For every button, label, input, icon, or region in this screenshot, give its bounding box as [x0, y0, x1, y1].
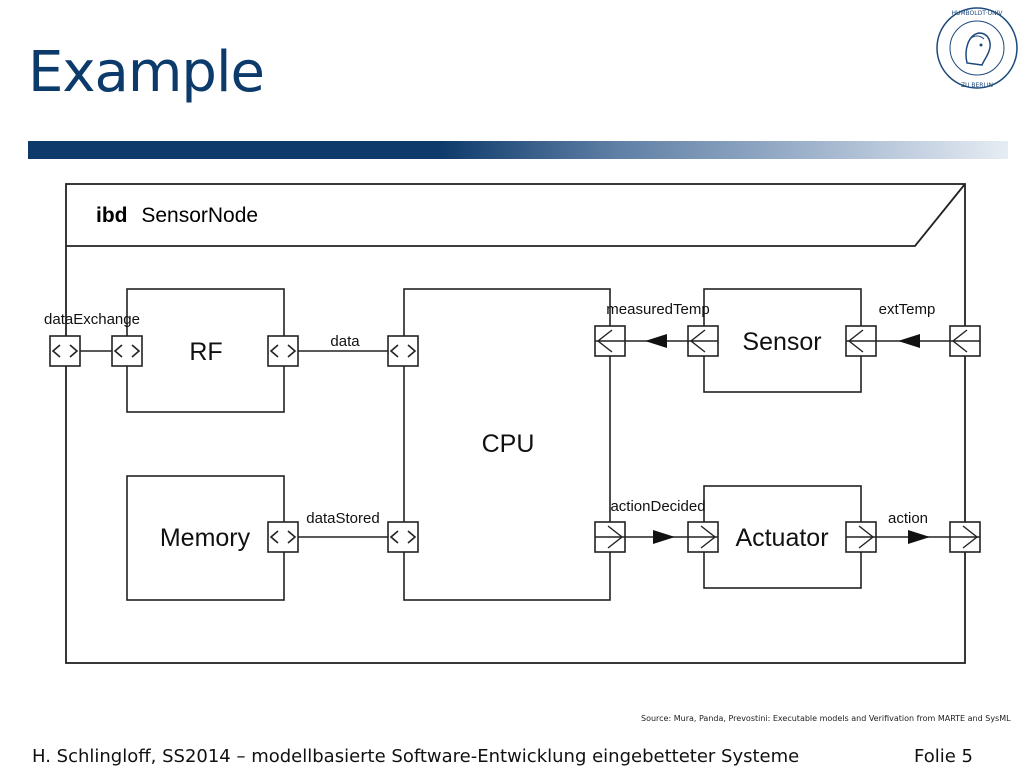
- footer-text: H. Schlingloff, SS2014 – modellbasierte …: [32, 746, 800, 767]
- page-number: Folie 5: [914, 746, 973, 767]
- title-band: [28, 141, 1008, 159]
- label-extTemp: extTemp: [879, 301, 936, 318]
- block-memory: [126, 475, 285, 601]
- port-cpu-actionDecided: [594, 521, 626, 553]
- port-sensor-extTemp: [845, 325, 877, 357]
- svg-text:ZU BERLIN: ZU BERLIN: [961, 82, 993, 89]
- block-actuator: [703, 485, 862, 589]
- source-citation: Source: Mura, Panda, Prevostini: Executa…: [641, 714, 1011, 723]
- flow-arrow-icon: [653, 530, 675, 544]
- flow-arrow-icon: [908, 530, 930, 544]
- block-label-cpu: CPU: [482, 430, 535, 458]
- block-label-memory: Memory: [160, 524, 251, 552]
- block-sensor: [703, 288, 862, 393]
- frame-keyword: ibd: [96, 204, 128, 227]
- flow-arrow-icon: [898, 334, 920, 348]
- block-label-sensor: Sensor: [742, 328, 821, 356]
- ibd-frame: [65, 183, 966, 664]
- port-cpu-measuredTemp: [594, 325, 626, 357]
- block-label-actuator: Actuator: [735, 524, 828, 552]
- port-cpu-dataStored: [387, 521, 419, 553]
- university-seal-logo: HUMBOLDT·UNIV ZU BERLIN: [936, 7, 1018, 89]
- port-action-outer: [949, 521, 981, 553]
- port-cpu-data: [387, 335, 419, 367]
- port-sensor-out: [687, 325, 719, 357]
- label-measuredTemp: measuredTemp: [606, 301, 709, 318]
- svg-text:HUMBOLDT·UNIV: HUMBOLDT·UNIV: [951, 10, 1003, 17]
- port-memory-dataStored: [267, 521, 299, 553]
- label-dataExchange: dataExchange: [44, 311, 140, 328]
- port-dataExchange-outer: [49, 335, 81, 367]
- label-actionDecided: actionDecided: [610, 498, 705, 515]
- port-actuator-action: [845, 521, 877, 553]
- port-extTemp-outer: [949, 325, 981, 357]
- block-label-rf: RF: [189, 338, 222, 366]
- flow-arrow-icon: [645, 334, 667, 348]
- block-cpu: [403, 288, 611, 601]
- frame-header: ibd SensorNode: [96, 204, 258, 227]
- port-rf-dataExchange: [111, 335, 143, 367]
- frame-name: SensorNode: [141, 204, 258, 227]
- port-actuator-in: [687, 521, 719, 553]
- label-data: data: [330, 333, 360, 350]
- label-action: action: [888, 510, 928, 527]
- label-dataStored: dataStored: [306, 510, 379, 527]
- slide-title: Example: [28, 40, 265, 105]
- port-rf-data: [267, 335, 299, 367]
